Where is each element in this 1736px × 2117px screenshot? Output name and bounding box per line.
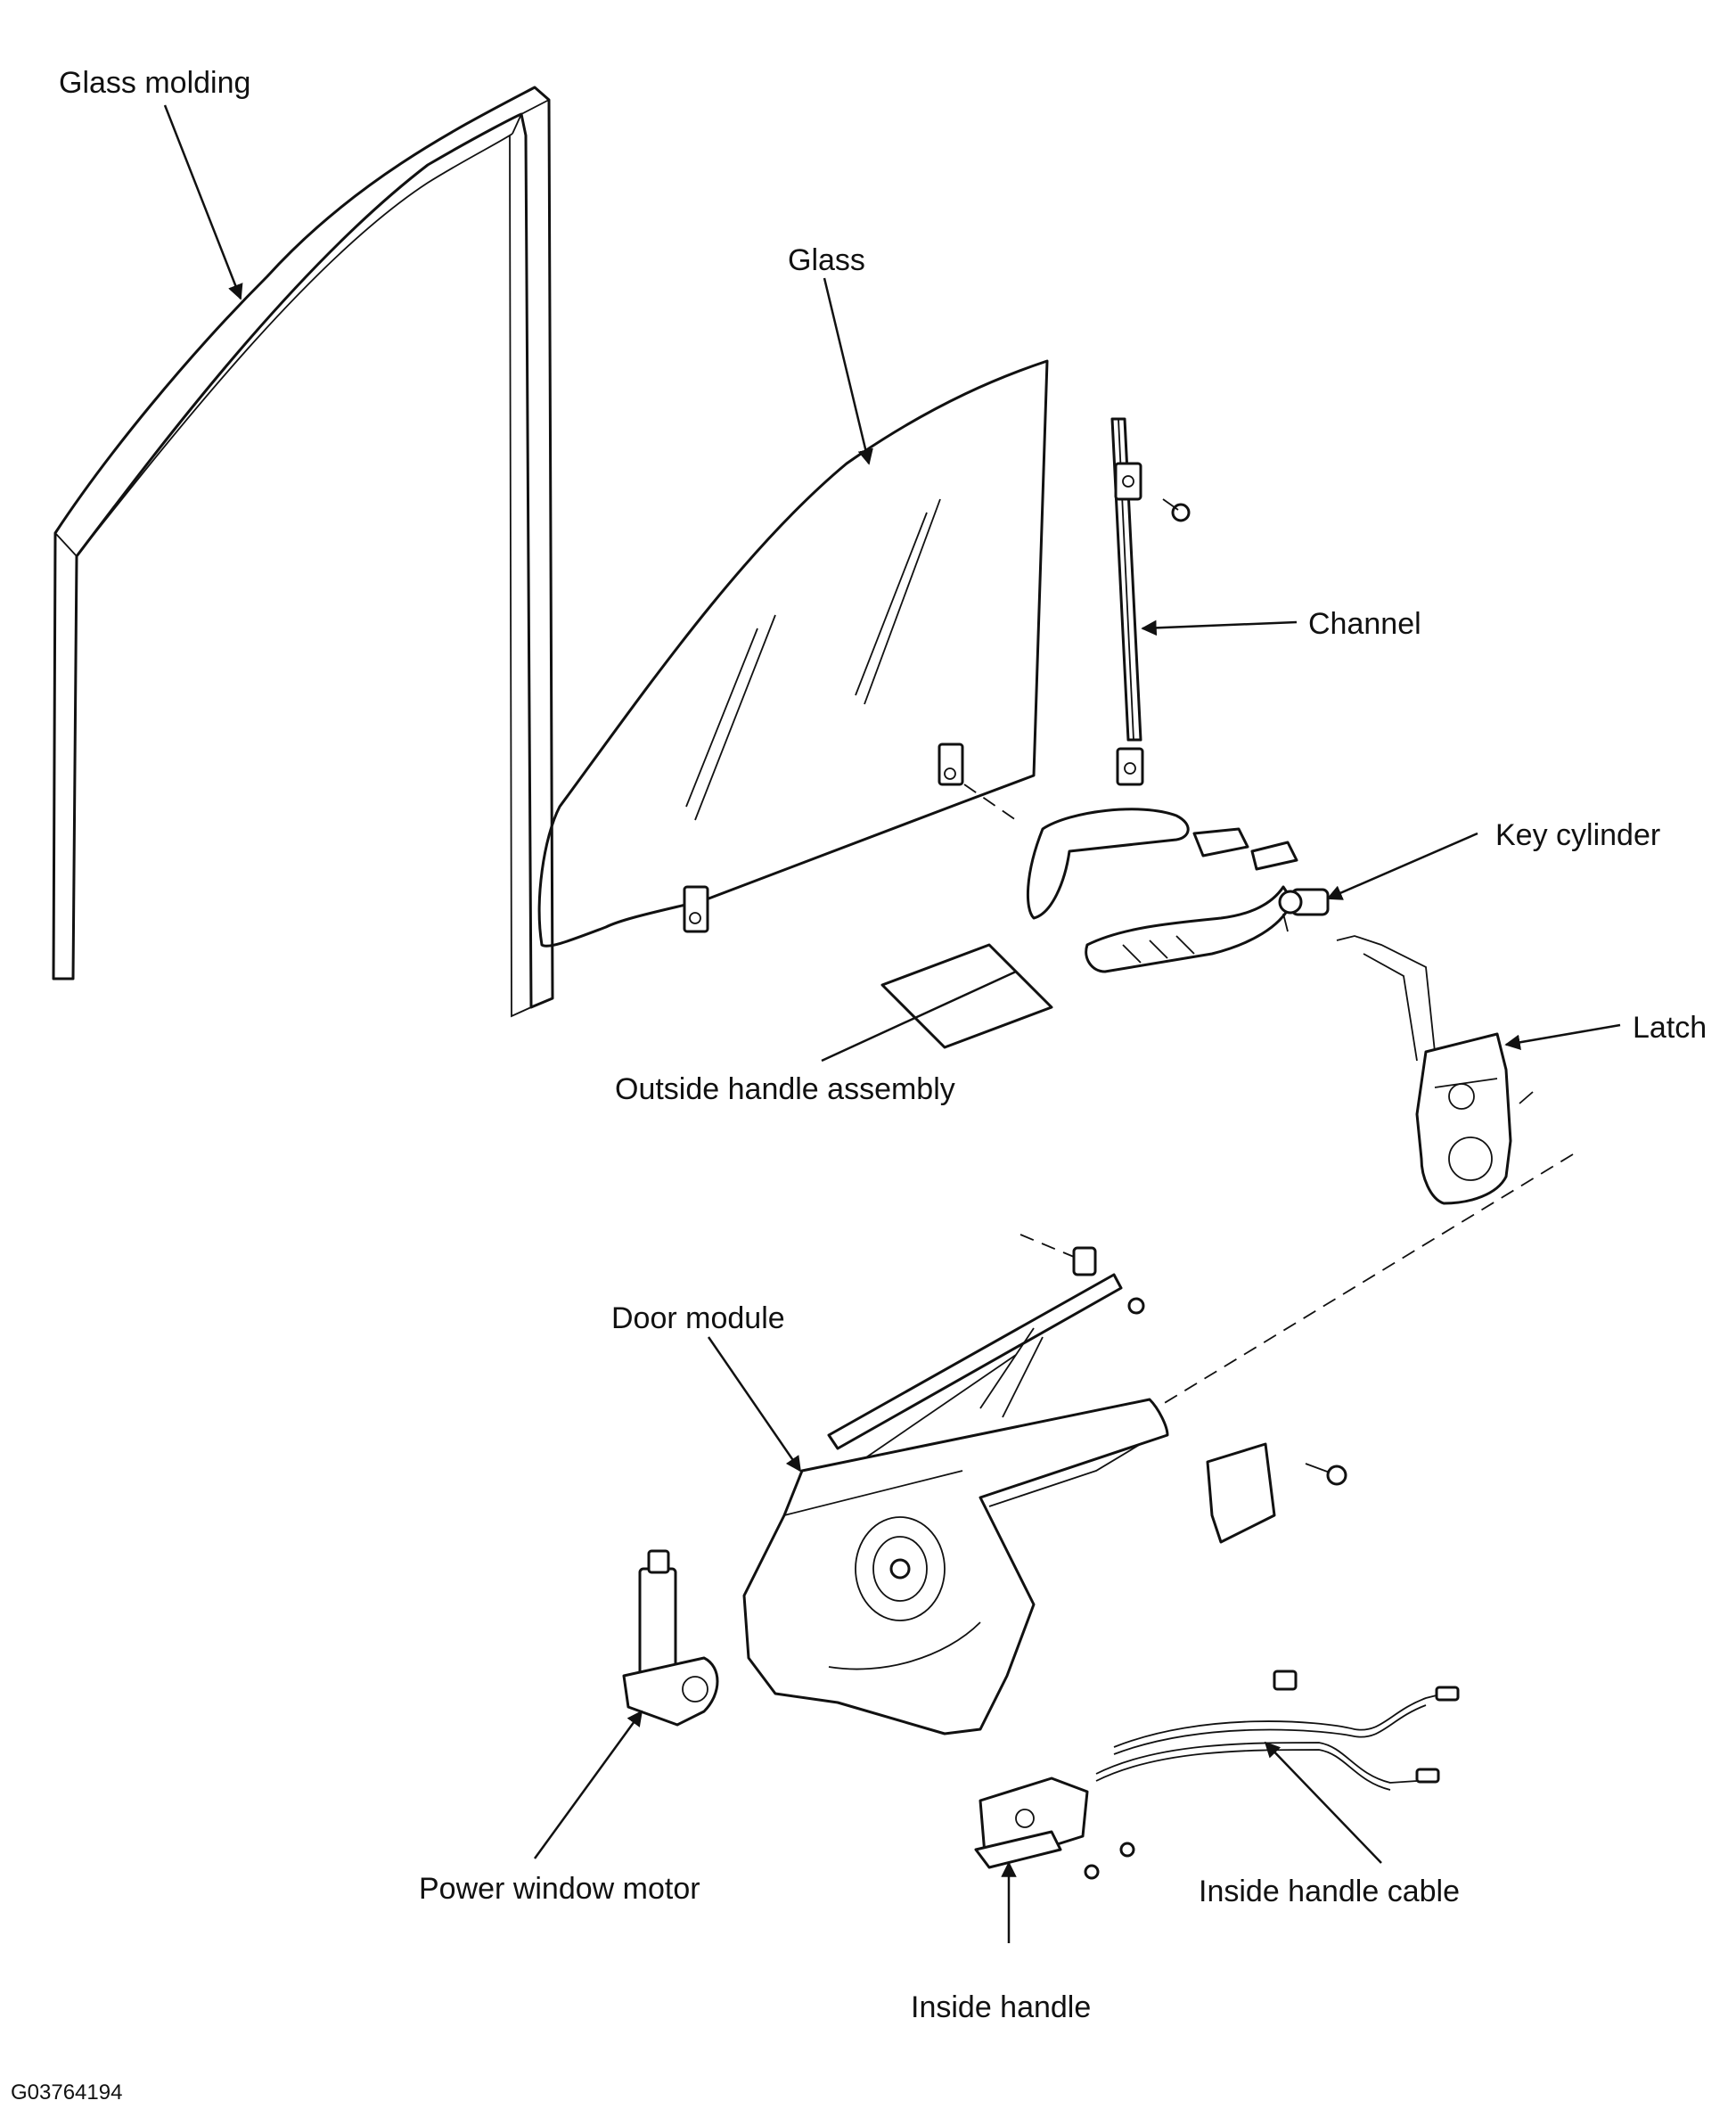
label-door-module: Door module [611, 1301, 785, 1335]
leader-channel [1141, 620, 1298, 636]
label-channel: Channel [1308, 607, 1421, 641]
leader-outside-handle [821, 970, 1017, 1063]
glass-molding-part [52, 86, 554, 1018]
label-key-cylinder: Key cylinder [1495, 818, 1661, 852]
leader-key-cylinder [1326, 832, 1478, 900]
glass-part [537, 359, 1049, 948]
power-window-motor-part [622, 1549, 719, 1727]
label-inside-handle-cable: Inside handle cable [1199, 1875, 1461, 1908]
leader-latch [1504, 1023, 1621, 1050]
label-inside-handle: Inside handle [911, 1990, 1092, 2024]
key-cylinder-part [1278, 888, 1330, 932]
label-glass-molding: Glass molding [59, 66, 251, 100]
label-outside-handle-assembly: Outside handle assembly [615, 1072, 955, 1106]
label-power-window-motor: Power window motor [419, 1872, 700, 1906]
leader-glass [823, 277, 873, 465]
channel-part [1110, 417, 1191, 786]
figure-id: G03764194 [11, 2080, 123, 2105]
inside-handle-part [974, 1776, 1135, 1880]
outside-handle-assembly-part [880, 808, 1298, 1049]
leader-door-module [707, 1336, 802, 1473]
door-module-part [742, 1234, 1347, 1735]
leader-power-window-motor [533, 1710, 643, 1859]
inside-handle-cable-part [1095, 1670, 1460, 1791]
latch-part [1336, 935, 1534, 1205]
label-glass: Glass [788, 243, 865, 277]
leader-glass-molding [163, 104, 243, 300]
label-latch: Latch [1633, 1011, 1707, 1045]
leader-inside-handle-cable [1264, 1741, 1382, 1864]
